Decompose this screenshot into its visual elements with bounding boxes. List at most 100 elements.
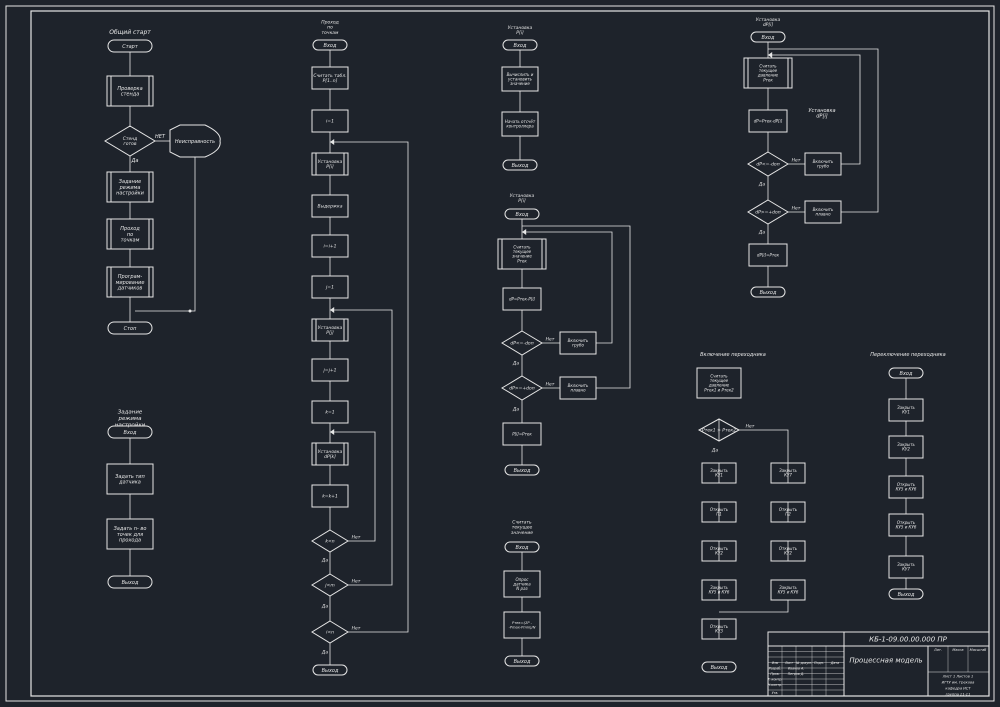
valves-off-title: Переключение переходника: [870, 352, 945, 358]
stamp-row-label: Подп.: [814, 661, 824, 665]
main-title: Общий старт: [109, 29, 151, 36]
exit-terminator-label: Выход: [122, 580, 139, 586]
fine-box-label: Включить: [813, 207, 834, 212]
stamp-row-label: № докум.: [795, 661, 812, 665]
stamp-role: Т. контр.: [768, 678, 783, 682]
poll-box-label: N раз: [516, 586, 527, 591]
fine-box-label: плавно: [570, 388, 586, 393]
assign-box-label: i=1: [326, 119, 334, 125]
no-label: Нет: [546, 382, 555, 388]
set-pj-box-label: Установка: [318, 325, 343, 331]
no-label: Нет: [546, 337, 555, 343]
stamp-org: ИГТУ им. Грекова: [942, 680, 975, 684]
enter-terminator-label: Вход: [514, 43, 527, 49]
valve-box-label: Открыть: [897, 482, 916, 487]
enter-terminator-label: Вход: [124, 430, 137, 436]
yes-label: Да: [321, 558, 329, 564]
set-points-box-label: точек для: [117, 532, 143, 538]
no-label: Нет: [352, 626, 361, 632]
no-label: Нет: [792, 158, 801, 164]
read-pressure-box-label: значение: [512, 254, 532, 259]
junction-dot: [188, 309, 192, 313]
valve-box-label: Закрыть: [897, 405, 915, 410]
diagram-content: Общий стартСтартПроверкастендаСтендготов…: [104, 17, 946, 676]
pass-points-box-label: по: [127, 232, 133, 238]
read-pressure-box-label: Считать: [759, 64, 777, 69]
connector: [719, 600, 789, 613]
connector: [522, 225, 631, 389]
stamp-role: Разраб.: [769, 667, 782, 671]
read-table-box-label: Считать табл.: [313, 73, 346, 79]
stamp-role: Утв.: [772, 691, 779, 695]
decision-label: dP<=-dоп: [756, 162, 779, 168]
stamp-col-label: Масштаб: [970, 648, 987, 652]
controller-box-label: контроллера: [506, 124, 534, 129]
fine-box-label: плавно: [815, 212, 831, 217]
valve-box-label: Закрыть: [897, 442, 915, 447]
read-pressure-box-label: Считать: [513, 245, 531, 250]
no-label: Нет: [792, 206, 801, 212]
read-pressure-box-label: Pтек: [763, 77, 773, 82]
decision-label: k<n: [325, 539, 334, 545]
valve-box-label: КУ2: [902, 447, 910, 452]
set-pi-box-label: Установка: [318, 159, 343, 165]
assign-box-label: k=1: [325, 410, 334, 416]
decision-label: dP>=+dоп: [755, 210, 780, 216]
formula-box-label: -Pmax-Pmin)/N: [509, 625, 536, 629]
enter-terminator-label: Вход: [900, 371, 913, 377]
stamp-col-label: Лит.: [933, 648, 942, 652]
setpoint2-title: dP[i]: [763, 22, 774, 28]
stamp-col-label: Масса: [952, 648, 963, 652]
stamp-row-label: Лист: [784, 661, 793, 665]
connector: [330, 141, 409, 633]
stamp-row-label: Дата: [830, 661, 839, 665]
exit-terminator-label: Выход: [514, 659, 531, 665]
arrowhead: [330, 307, 335, 313]
read-pressure-box-label: давление: [757, 73, 779, 78]
assign-box-label: j=j+1: [323, 368, 337, 374]
coarse-box-label: Включить: [813, 159, 834, 164]
valve-box-label: Открыть: [897, 520, 916, 525]
drawing-frame: [5, 5, 995, 702]
valve-box-label: КУ5 и КУ6: [896, 525, 917, 530]
connector: [135, 157, 196, 312]
coarse-box-label: грубо: [572, 343, 584, 348]
no-label: Нет: [352, 579, 361, 585]
ready-decision-label: Стенд: [123, 136, 138, 142]
set-sensor-box-label: датчика: [118, 480, 141, 486]
stamp-row-label: Изм: [772, 661, 779, 665]
compute-box-label: значение: [510, 81, 530, 86]
assign-box-label: i=i+1: [324, 244, 337, 250]
fault-label: Неисправность: [175, 139, 215, 145]
programming-box-label: датчиков: [117, 286, 143, 292]
read-pressure-box-label: Pтек1 и Pтек2: [704, 387, 734, 392]
fine-box-label: Включить: [568, 383, 589, 388]
arrowhead: [522, 229, 527, 235]
decision-label: i<n: [326, 630, 334, 636]
exit-terminator-label: Выход: [711, 665, 728, 671]
connector: [330, 431, 376, 542]
calc-box-label: dP=Pтек-dP[i]: [754, 118, 783, 123]
start-terminator-label: Старт: [122, 44, 139, 50]
stamp-role: Пров.: [770, 672, 779, 676]
yes-label: Да: [321, 650, 329, 656]
stamp-role: Н.контр.: [768, 683, 782, 687]
setpoint-title: P[i]: [516, 30, 524, 36]
yes-label: Да: [131, 158, 139, 164]
inner-border: [30, 10, 990, 697]
pressure-title: P[i]: [518, 198, 526, 204]
assign-box-label: j=1: [325, 285, 334, 291]
set-pj-box-label: P[j]: [326, 330, 334, 336]
decision-label: j<m: [324, 583, 335, 589]
stamp-org: Лист 1 Листов 1: [942, 674, 974, 678]
enter-terminator-label: Вход: [516, 212, 529, 218]
set-pi-box-label: P[i]: [326, 164, 334, 170]
stamp-org: кафедра ИСТ: [945, 686, 971, 690]
valve-box-label: КУ1: [902, 410, 910, 415]
read-pressure-box-label: Pтек: [517, 258, 527, 263]
pass-title: точкам: [322, 31, 340, 36]
compute-box-label: Вычислить и: [507, 72, 534, 77]
read-value-title: значение: [511, 531, 533, 536]
read-pressure-box-label: текущее: [513, 249, 532, 254]
